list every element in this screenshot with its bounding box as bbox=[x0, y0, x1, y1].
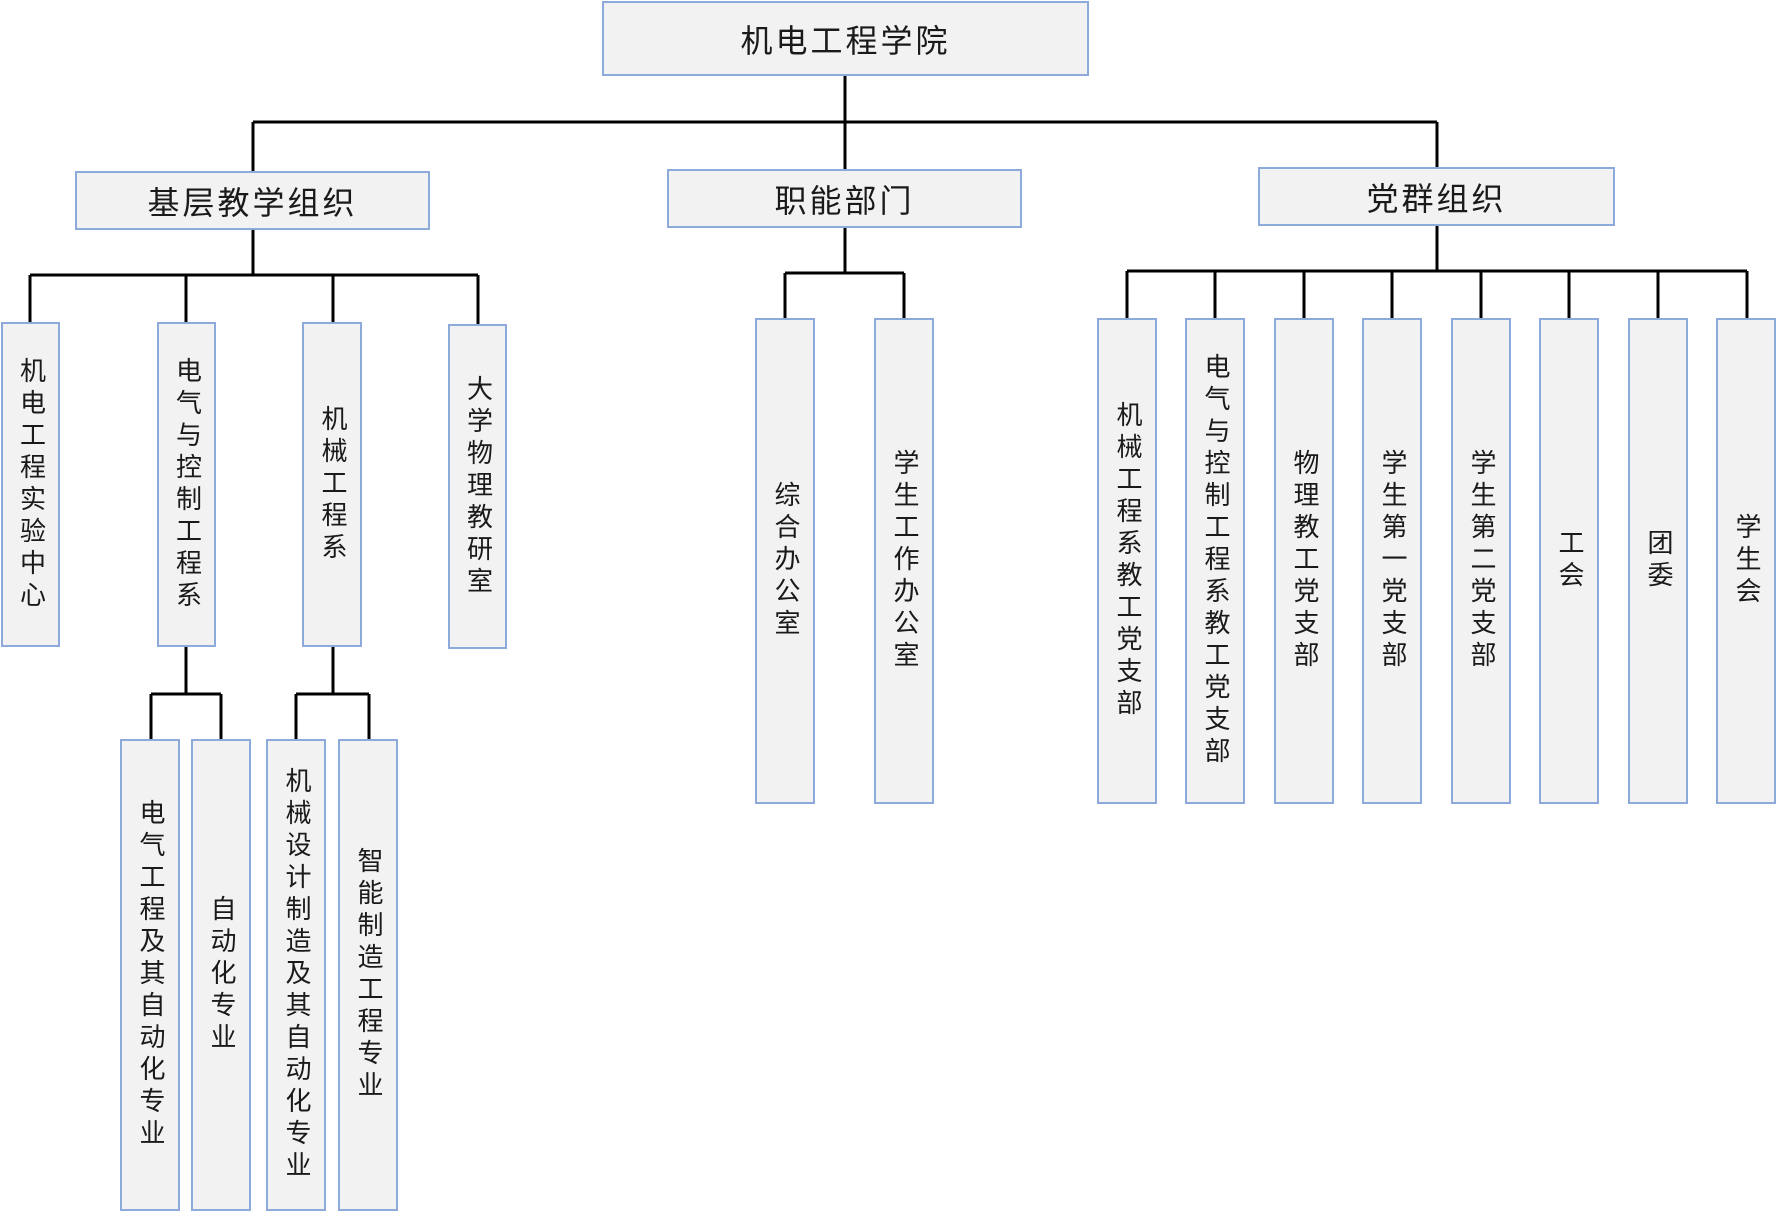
branch-node-functional: 职能部门 bbox=[667, 169, 1022, 228]
branch-label: 基层教学组织 bbox=[147, 183, 358, 222]
unit-label: 学生第一党支部 bbox=[1377, 449, 1407, 673]
major-label: 电气工程及其自动化专业 bbox=[135, 799, 165, 1151]
major-node-smart-mfg: 智能制造工程专业 bbox=[338, 739, 398, 1211]
branch-node-party: 党群组织 bbox=[1258, 167, 1615, 226]
unit-label: 机械工程系 bbox=[317, 404, 347, 565]
unit-label: 物理教工党支部 bbox=[1289, 449, 1319, 673]
branch-label: 党群组织 bbox=[1366, 179, 1507, 218]
unit-label: 综合办公室 bbox=[770, 481, 800, 641]
unit-label: 团委 bbox=[1643, 529, 1673, 593]
unit-node-lab: 机电工程实验中心 bbox=[1, 322, 60, 647]
major-label: 机械设计制造及其自动化专业 bbox=[281, 767, 311, 1183]
unit-label: 工会 bbox=[1554, 529, 1584, 593]
unit-node-union: 工会 bbox=[1539, 318, 1599, 804]
unit-node-office: 综合办公室 bbox=[755, 318, 815, 804]
unit-label: 电气与控制工程系教工党支部 bbox=[1200, 353, 1230, 769]
unit-node-electrical: 电气与控制工程系 bbox=[157, 322, 216, 647]
major-label: 自动化专业 bbox=[206, 895, 236, 1055]
unit-node-youth-league: 团委 bbox=[1628, 318, 1688, 804]
unit-node-student-branch-1: 学生第一党支部 bbox=[1362, 318, 1422, 804]
branch-label: 职能部门 bbox=[774, 181, 915, 220]
unit-label: 学生会 bbox=[1731, 513, 1761, 609]
major-label: 智能制造工程专业 bbox=[353, 847, 383, 1103]
unit-node-mech-branch: 机械工程系教工党支部 bbox=[1097, 318, 1157, 804]
unit-label: 学生第二党支部 bbox=[1466, 449, 1496, 673]
major-node-automation: 自动化专业 bbox=[191, 739, 251, 1211]
unit-label: 机械工程系教工党支部 bbox=[1112, 401, 1142, 721]
unit-node-mechanical: 机械工程系 bbox=[302, 322, 362, 647]
unit-label: 电气与控制工程系 bbox=[171, 356, 202, 613]
root-node: 机电工程学院 bbox=[602, 1, 1089, 76]
root-label: 机电工程学院 bbox=[740, 21, 951, 60]
unit-node-physics: 大学物理教研室 bbox=[448, 324, 507, 649]
unit-node-elec-branch: 电气与控制工程系教工党支部 bbox=[1185, 318, 1245, 804]
branch-node-teaching: 基层教学组织 bbox=[75, 171, 430, 230]
unit-label: 大学物理教研室 bbox=[462, 374, 493, 599]
unit-label: 机电工程实验中心 bbox=[15, 356, 46, 613]
unit-node-student-union: 学生会 bbox=[1716, 318, 1776, 804]
major-node-ee-automation: 电气工程及其自动化专业 bbox=[120, 739, 180, 1211]
unit-node-physics-branch: 物理教工党支部 bbox=[1274, 318, 1334, 804]
major-node-mech-design: 机械设计制造及其自动化专业 bbox=[266, 739, 326, 1211]
unit-label: 学生工作办公室 bbox=[889, 449, 919, 673]
unit-node-student-branch-2: 学生第二党支部 bbox=[1451, 318, 1511, 804]
unit-node-student-affairs: 学生工作办公室 bbox=[874, 318, 934, 804]
